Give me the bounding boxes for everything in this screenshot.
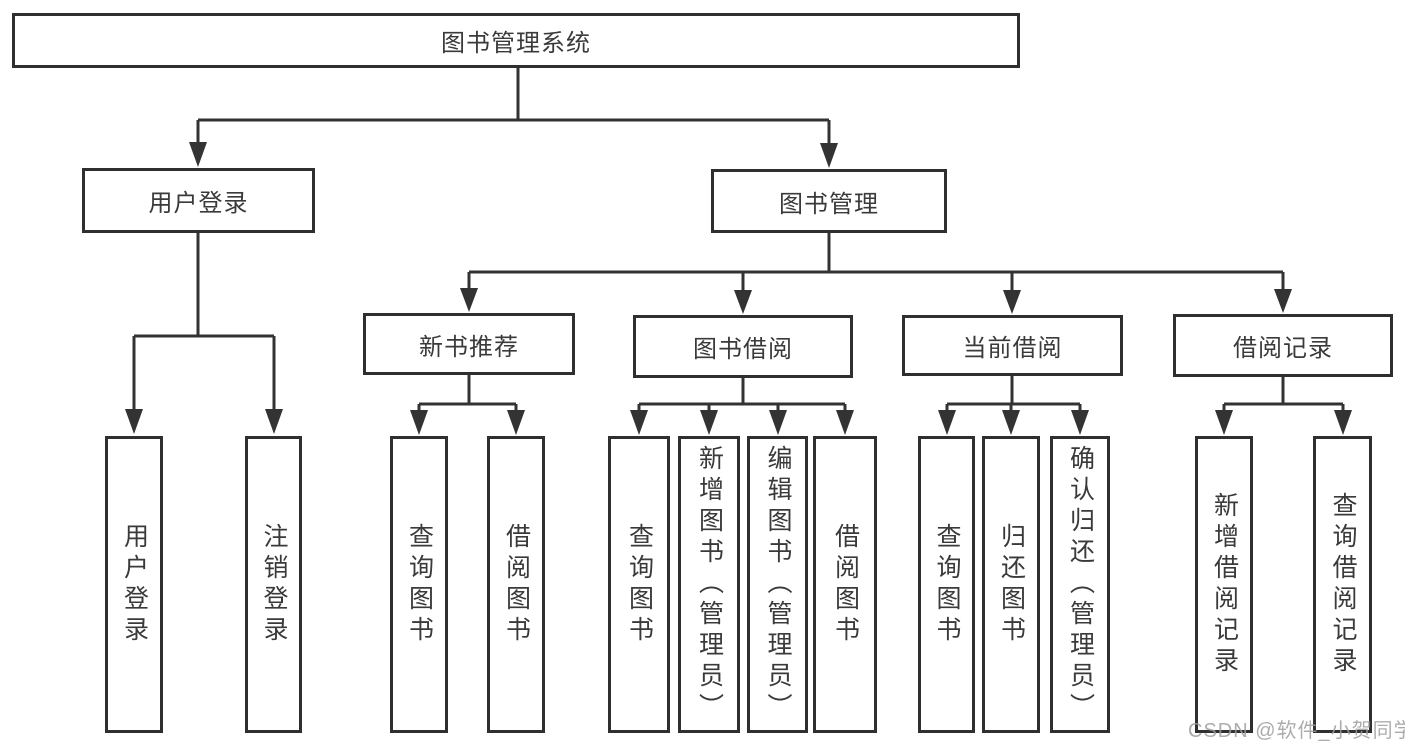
connector-bookmgmt-to-level3	[460, 233, 1292, 314]
node-book-management-label: 图书管理	[779, 190, 879, 218]
leaf-add-borrow-record: 新增借阅记录	[1195, 436, 1253, 733]
csdn-watermark: CSDN @软件_小贺同学	[1188, 720, 1405, 742]
node-root: 图书管理系统	[12, 13, 1020, 68]
leaf-query-books-newbooks-label: 查询图书	[405, 522, 434, 647]
connector-currentborrow-to-leaves	[938, 376, 1089, 435]
leaf-borrow-books-newbooks: 借阅图书	[487, 436, 545, 733]
leaf-return-books: 归还图书	[982, 436, 1040, 733]
leaf-query-borrow-record: 查询借阅记录	[1313, 436, 1372, 733]
leaf-query-books-borrow-label: 查询图书	[625, 522, 654, 647]
leaf-query-books-current: 查询图书	[918, 436, 975, 733]
leaf-query-books-current-label: 查询图书	[933, 522, 961, 647]
connector-borrowrecords-to-leaves	[1215, 377, 1352, 435]
node-book-management: 图书管理	[711, 169, 947, 233]
leaf-logout-label: 注销登录	[260, 522, 288, 647]
connector-root-to-level2	[189, 68, 838, 168]
node-book-borrow: 图书借阅	[633, 315, 853, 378]
node-borrow-records-label: 借阅记录	[1233, 335, 1333, 362]
leaf-borrow-books-borrow-label: 借阅图书	[831, 522, 860, 647]
node-borrow-records: 借阅记录	[1173, 314, 1393, 377]
leaf-add-book-admin-label: 新增图书（管理员）	[695, 445, 724, 724]
node-new-book-recommend: 新书推荐	[363, 313, 575, 375]
connector-newbooks-to-leaves	[410, 375, 525, 435]
leaf-query-borrow-record-label: 查询借阅记录	[1329, 491, 1357, 678]
node-user-login-label: 用户登录	[148, 190, 249, 217]
leaf-borrow-books-newbooks-label: 借阅图书	[502, 522, 531, 647]
node-user-login: 用户登录	[82, 168, 315, 233]
leaf-add-book-admin: 新增图书（管理员）	[678, 436, 740, 733]
leaf-edit-book-admin-label: 编辑图书（管理员）	[764, 445, 792, 724]
leaf-query-books-borrow: 查询图书	[608, 436, 670, 733]
leaf-user-login-label: 用户登录	[120, 522, 149, 647]
leaf-confirm-return-admin: 确认归还（管理员）	[1050, 436, 1110, 733]
node-current-borrow: 当前借阅	[902, 315, 1123, 376]
node-new-book-recommend-label: 新书推荐	[419, 333, 519, 361]
leaf-add-borrow-record-label: 新增借阅记录	[1210, 491, 1239, 678]
connector-bookborrow-to-leaves	[630, 378, 854, 435]
node-book-borrow-label: 图书借阅	[693, 336, 793, 363]
leaf-confirm-return-admin-label: 确认归还（管理员）	[1066, 445, 1095, 724]
leaf-user-login: 用户登录	[105, 436, 163, 733]
leaf-borrow-books-borrow: 借阅图书	[813, 436, 877, 733]
leaf-return-books-label: 归还图书	[997, 522, 1026, 647]
leaf-query-books-newbooks: 查询图书	[390, 436, 448, 733]
leaf-edit-book-admin: 编辑图书（管理员）	[747, 436, 808, 733]
connector-userlogin-to-leaves	[125, 233, 283, 434]
node-root-label: 图书管理系统	[441, 30, 591, 57]
node-current-borrow-label: 当前借阅	[962, 335, 1063, 362]
leaf-logout: 注销登录	[245, 436, 302, 733]
